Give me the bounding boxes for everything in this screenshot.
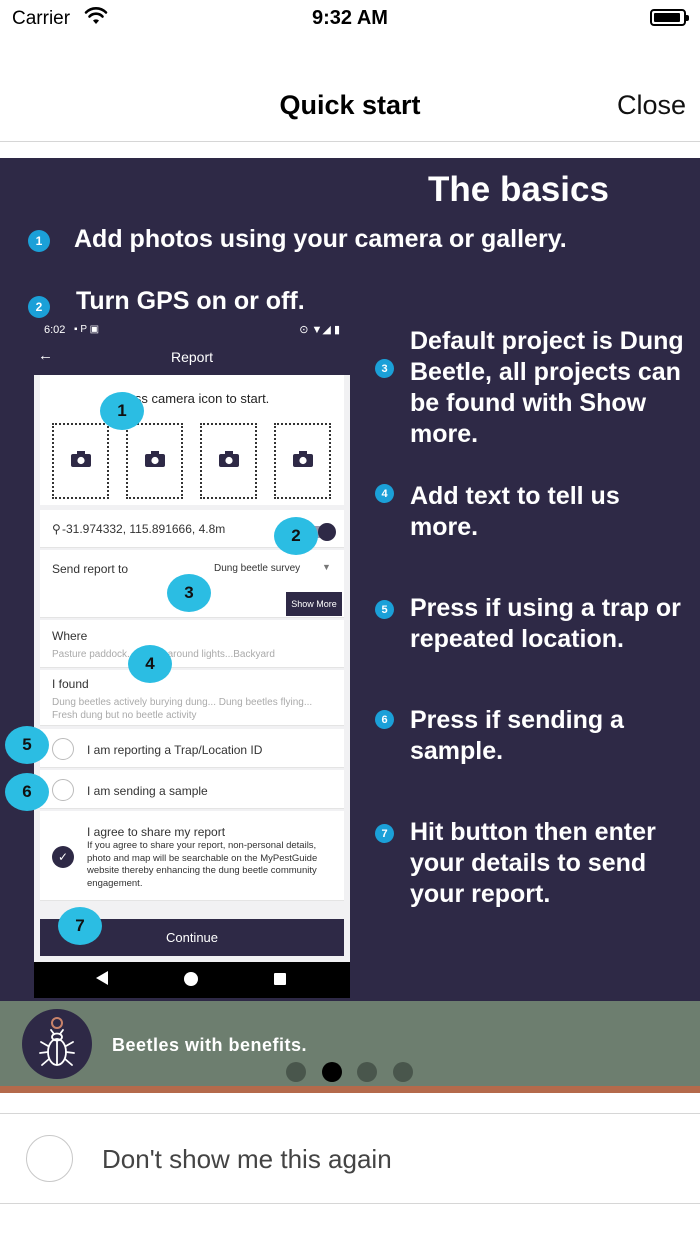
slide-heading: The basics [428, 170, 609, 209]
agree-row [40, 811, 344, 901]
callout-2: 2 [274, 517, 318, 555]
tip-number-6: 6 [375, 710, 394, 729]
android-recents-icon [274, 973, 286, 985]
band-accent-stripe [0, 1086, 700, 1093]
page-indicator[interactable] [0, 1060, 700, 1084]
close-button[interactable]: Close [616, 90, 686, 120]
location-pin-icon: ⚲ [52, 522, 61, 536]
quickstart-slide[interactable]: The basics 1 Add photos using your camer… [0, 158, 700, 1093]
phone-header-title: Report [170, 349, 214, 365]
agree-title: I agree to share my report [87, 825, 226, 839]
page-dot-2[interactable] [322, 1062, 342, 1082]
clock: 9:32 AM [312, 7, 388, 29]
send-report-label: Send report to [52, 562, 129, 576]
callout-4: 4 [128, 645, 172, 683]
found-row [40, 670, 344, 726]
tip-number-3: 3 [375, 359, 394, 378]
show-more-button: Show More [286, 592, 342, 616]
callout-3: 3 [167, 574, 211, 612]
tip-1-text: Add photos using your camera or gallery. [74, 225, 567, 253]
camera-slot-3 [200, 423, 257, 499]
trap-radio [52, 738, 74, 760]
android-nav-bar [34, 962, 350, 998]
sample-label: I am sending a sample [87, 784, 208, 798]
dont-show-again-label: Don't show me this again [102, 1144, 392, 1174]
dont-show-again-option[interactable]: Don't show me this again [0, 1114, 700, 1203]
tip-3-text: Default project is Dung Beetle, all proj… [410, 327, 684, 448]
report-screen-illustration: 6:02 ▪ P ▣ ⊙ ▼◢ ▮ ← Report Press camera … [34, 322, 350, 998]
phone-status-bar: 6:02 ▪ P ▣ ⊙ ▼◢ ▮ [34, 322, 350, 340]
callout-5: 5 [5, 726, 49, 764]
callout-1: 1 [100, 392, 144, 430]
send-report-value: Dung beetle survey [214, 563, 301, 574]
tip-number-5: 5 [375, 600, 394, 619]
agree-text: If you agree to share your report, non-p… [87, 840, 318, 889]
phone-signal-icons: ⊙ ▼◢ ▮ [299, 324, 340, 336]
where-hint: Pasture paddock... Inside around lights.… [52, 649, 275, 660]
phone-press-text: Press camera icon to start. [114, 391, 270, 406]
sample-row [40, 770, 344, 809]
page-dot-1[interactable] [286, 1062, 306, 1082]
camera-slot-1 [52, 423, 109, 499]
agree-checkmark-icon: ✓ [52, 846, 74, 868]
found-label: I found [52, 677, 89, 691]
gps-coordinates: -31.974332, 115.891666, 4.8m [62, 522, 226, 536]
where-row [40, 620, 344, 668]
camera-icon [292, 450, 313, 472]
tip-number-4: 4 [375, 484, 394, 503]
android-home-icon [184, 972, 198, 986]
status-bar: Carrier 9:32 AM [0, 0, 700, 40]
page-dot-4[interactable] [393, 1062, 413, 1082]
page-dot-3[interactable] [357, 1062, 377, 1082]
carrier-label: Carrier [12, 8, 71, 29]
nav-bar: Quick start Close [0, 70, 700, 142]
camera-slot-2 [126, 423, 183, 499]
page-title: Quick start [279, 90, 421, 120]
beetle-logo-icon [22, 1009, 92, 1079]
phone-status-time: 6:02 [44, 324, 66, 336]
tip-5-text: Press if using a trap or repeated locati… [410, 594, 681, 653]
divider [0, 1113, 700, 1114]
battery-icon [650, 9, 689, 26]
dropdown-arrow-icon: ▼ [322, 562, 331, 572]
camera-icon [144, 450, 165, 472]
phone-status-icons: ▪ P ▣ [74, 324, 100, 335]
tip-7-text: Hit button then enter your details to se… [410, 818, 656, 908]
callout-7: 7 [58, 907, 102, 945]
tip-6-text: Press if sending a sample. [410, 706, 624, 765]
callout-6: 6 [5, 773, 49, 811]
dont-show-again-checkbox[interactable] [26, 1135, 73, 1182]
camera-icon [70, 450, 91, 472]
divider [0, 1203, 700, 1204]
where-label: Where [52, 629, 88, 643]
tip-number-7: 7 [375, 824, 394, 843]
tip-4-text: Add text to tell us more. [410, 482, 620, 541]
android-back-icon [96, 971, 108, 990]
brand-band: Beetles with benefits. [0, 1001, 700, 1086]
phone-header: ← Report [34, 340, 350, 375]
trap-label: I am reporting a Trap/Location ID [87, 743, 263, 757]
found-hint: Dung beetles actively burying dung... Du… [52, 697, 313, 721]
tip-number-2: 2 [28, 296, 50, 318]
tip-2-text: Turn GPS on or off. [76, 287, 305, 315]
back-arrow-icon: ← [38, 347, 53, 364]
camera-slot-4 [274, 423, 331, 499]
camera-icon [218, 450, 239, 472]
trap-row [40, 729, 344, 768]
sample-radio [52, 779, 74, 801]
band-tagline: Beetles with benefits. [112, 1035, 308, 1055]
wifi-icon [84, 6, 108, 31]
tip-number-1: 1 [28, 230, 50, 252]
